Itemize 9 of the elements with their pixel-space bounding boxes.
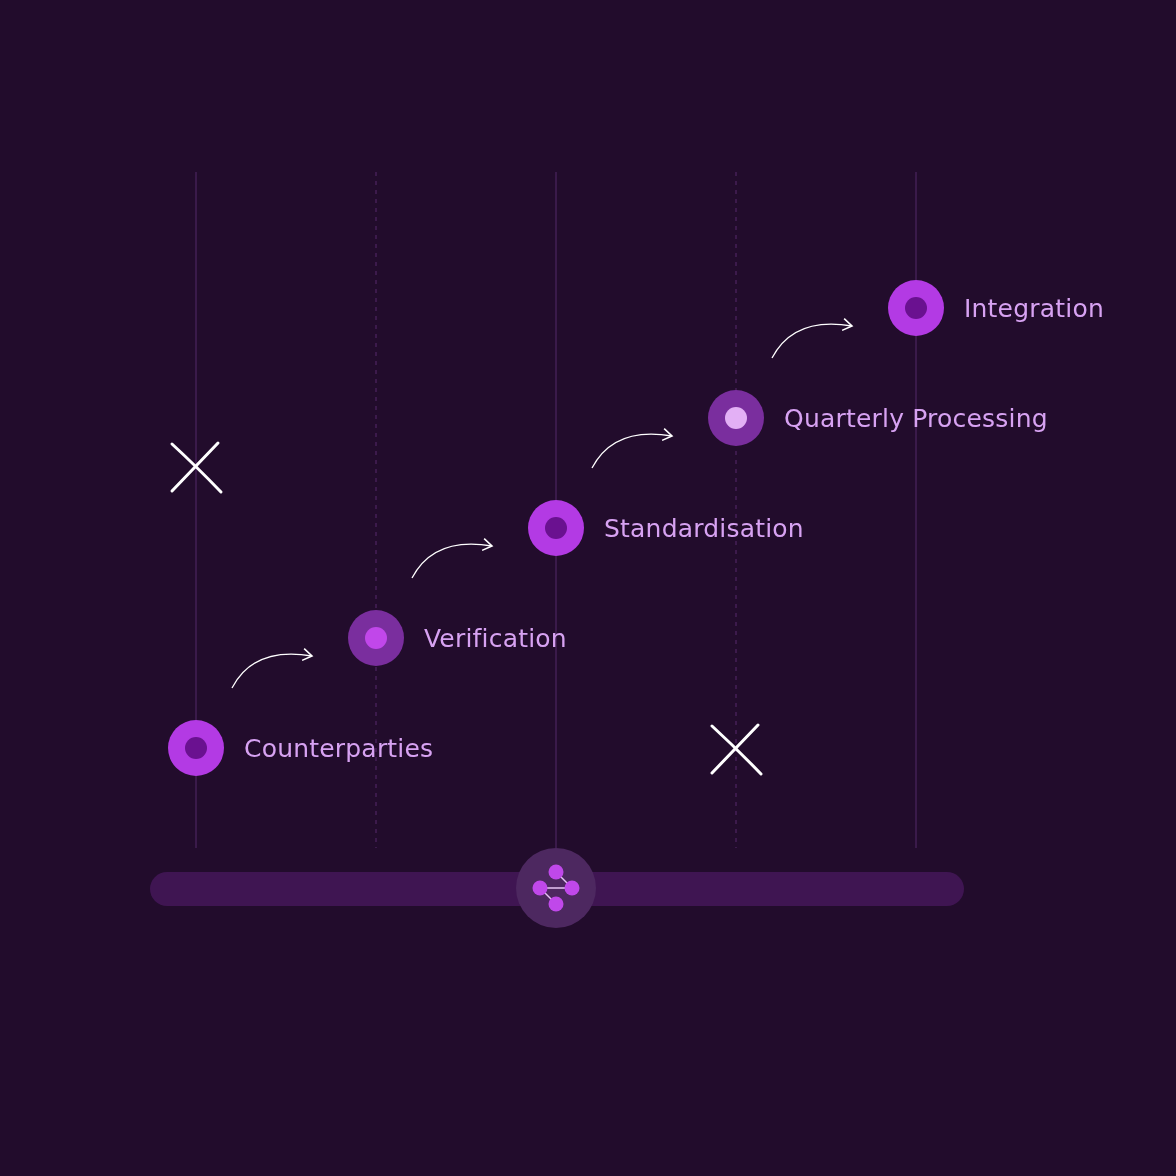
curved-arrow (411, 538, 493, 579)
step-label: Quarterly Processing (784, 403, 1048, 433)
curved-arrow (591, 428, 673, 469)
curved-arrow (771, 318, 853, 359)
step-label: Verification (424, 623, 567, 653)
step-label: Standardisation (604, 513, 804, 543)
step-label: Counterparties (244, 733, 434, 763)
step-label: Integration (964, 293, 1104, 323)
curved-arrow (231, 648, 313, 689)
